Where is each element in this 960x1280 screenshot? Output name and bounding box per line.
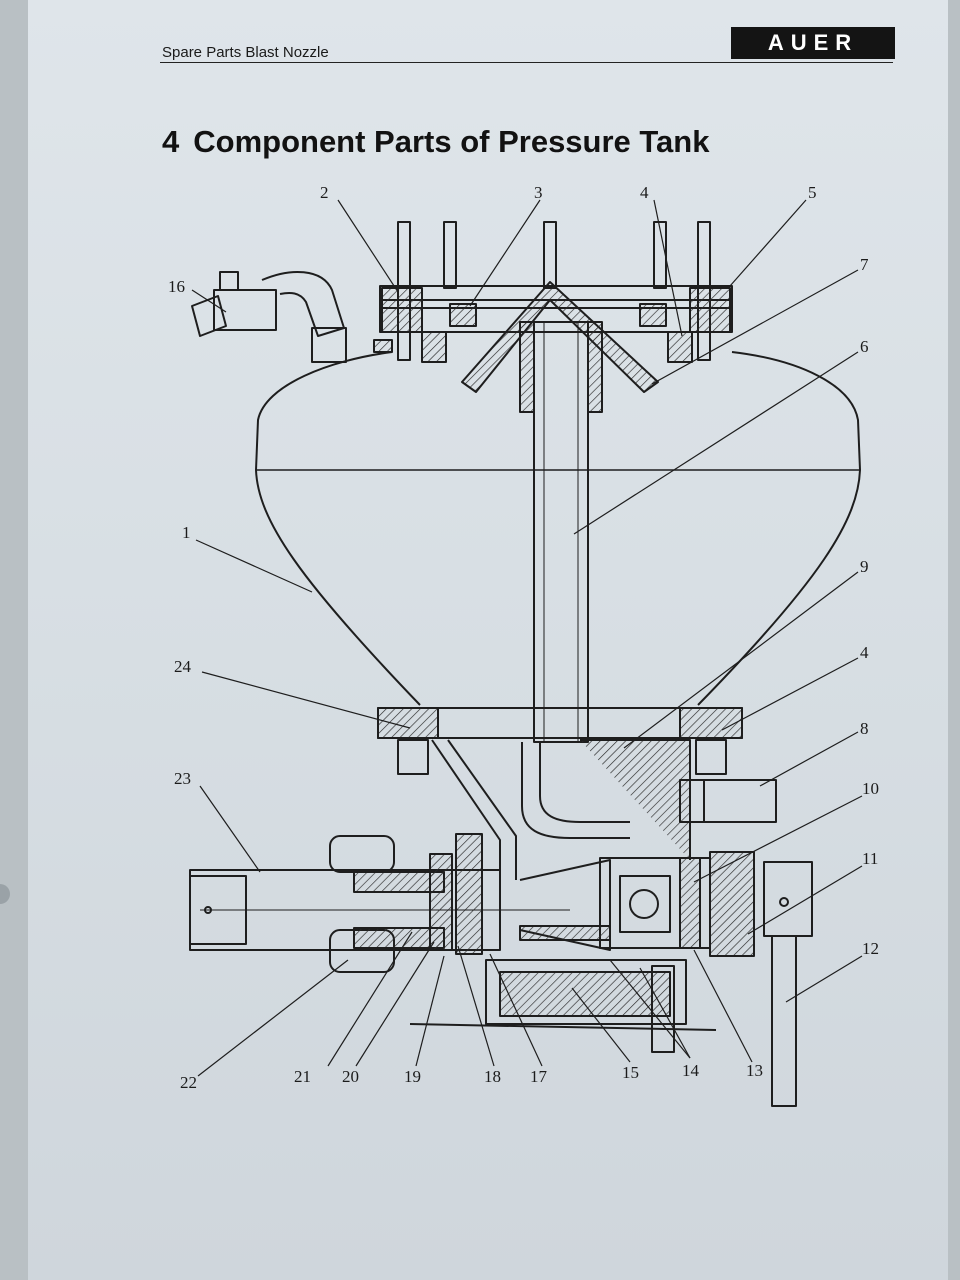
callout-4-top: 4 (640, 183, 649, 202)
auer-logo: AUER (731, 27, 895, 59)
callout-13: 13 (746, 1061, 763, 1080)
logo-text: AUER (767, 30, 859, 55)
callout-12: 12 (862, 939, 879, 958)
mixing-valve (519, 851, 755, 957)
tank-body (255, 351, 861, 706)
callout-2: 2 (320, 183, 329, 202)
callout-7: 7 (860, 255, 869, 274)
callout-20: 20 (342, 1067, 359, 1086)
section-number: 4 (162, 124, 180, 159)
callout-5: 5 (808, 183, 817, 202)
callout-17: 17 (530, 1067, 547, 1086)
callout-3: 3 (534, 183, 543, 202)
callout-22: 22 (180, 1073, 197, 1092)
leader-lines (191, 199, 863, 1077)
side-valve (191, 271, 347, 363)
callout-8: 8 (860, 719, 869, 738)
lower-flange (377, 707, 743, 775)
callout-10: 10 (862, 779, 879, 798)
central-pipe (519, 321, 603, 743)
callout-21: 21 (294, 1067, 311, 1086)
deflector-cone (461, 281, 659, 393)
callout-6: 6 (860, 337, 869, 356)
callout-19: 19 (404, 1067, 421, 1086)
outlet-hose (189, 833, 570, 973)
section-heading: Component Parts of Pressure Tank (193, 124, 710, 159)
callout-11: 11 (862, 849, 879, 868)
header-divider (160, 62, 893, 63)
callout-18: 18 (484, 1067, 501, 1086)
callout-14: 14 (682, 1061, 699, 1080)
binder-hole (0, 884, 10, 904)
callout-15: 15 (622, 1063, 639, 1082)
callout-16: 16 (168, 277, 185, 296)
callout-4-lower: 4 (860, 643, 869, 662)
lower-housing (409, 739, 777, 1053)
callout-1: 1 (182, 523, 191, 542)
section-title: 4 Component Parts of Pressure Tank (162, 124, 709, 160)
header-title: Spare Parts Blast Nozzle (162, 44, 329, 61)
callout-9: 9 (860, 557, 869, 576)
top-flange (373, 285, 733, 363)
callout-24: 24 (174, 657, 191, 676)
valve-handle (763, 861, 813, 1107)
callout-23: 23 (174, 769, 191, 788)
